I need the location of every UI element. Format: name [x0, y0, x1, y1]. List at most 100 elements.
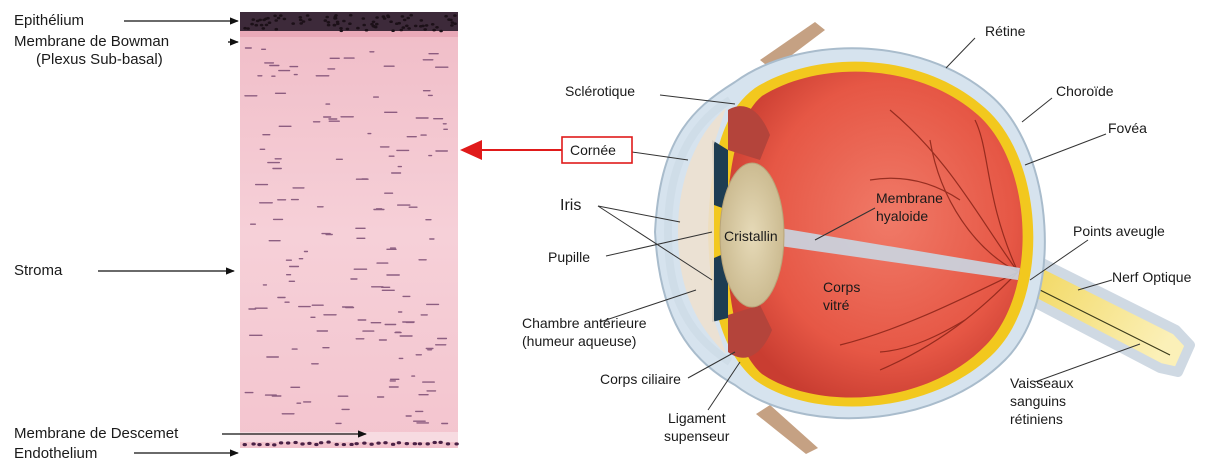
- label-plexus: (Plexus Sub-basal): [36, 51, 163, 68]
- epithelial-cell: [283, 18, 287, 21]
- epithelial-cell: [264, 18, 268, 21]
- stroma-nucleus: [244, 95, 257, 96]
- stroma-nucleus: [402, 296, 410, 297]
- endothelial-cell: [426, 442, 430, 445]
- label-fovea: Fovéa: [1108, 120, 1147, 136]
- stroma-nucleus: [411, 375, 415, 376]
- epithelial-cell: [420, 19, 424, 22]
- stroma-nucleus: [362, 330, 374, 331]
- stroma-nucleus: [313, 121, 321, 122]
- epithelial-cell: [346, 28, 350, 31]
- stroma-nucleus: [418, 394, 428, 395]
- stroma-nucleus: [282, 413, 295, 414]
- epithelial-cell: [260, 24, 264, 27]
- label-retine: Rétine: [985, 23, 1026, 39]
- stroma-nucleus: [356, 179, 369, 180]
- label-chambre-2: (humeur aqueuse): [522, 333, 636, 349]
- epithelial-cell: [453, 22, 457, 25]
- stroma-nucleus: [322, 347, 329, 348]
- epithelial-cell: [373, 25, 377, 28]
- endothelial-cell: [293, 441, 297, 444]
- stroma-nucleus: [428, 95, 433, 96]
- stroma-nucleus: [371, 286, 384, 287]
- stroma-nucleus: [310, 317, 315, 318]
- epithelial-cell: [362, 17, 366, 20]
- stroma-nucleus: [427, 349, 432, 350]
- stroma-nucleus: [389, 386, 399, 387]
- epithelial-cell: [439, 30, 443, 33]
- epithelial-cell: [372, 21, 376, 24]
- stroma-nucleus: [429, 238, 435, 239]
- stroma-nucleus: [397, 204, 411, 205]
- endothelial-cell: [349, 443, 353, 446]
- epithelial-cell: [409, 14, 413, 17]
- stroma-nucleus: [255, 184, 268, 185]
- stroma-nucleus: [286, 260, 292, 261]
- stroma-nucleus: [338, 396, 349, 397]
- stroma-nucleus: [426, 390, 436, 391]
- stroma-nucleus: [428, 155, 432, 156]
- endothelial-cell: [369, 443, 373, 446]
- label-endothelium: Endothelium: [14, 445, 97, 460]
- stroma-nucleus: [261, 49, 266, 50]
- stroma-nucleus: [264, 62, 274, 63]
- stroma-nucleus: [298, 306, 311, 307]
- stroma-nucleus: [371, 322, 382, 323]
- endothelial-cell: [397, 441, 401, 444]
- endothelial-cell: [342, 443, 346, 446]
- endothelial-cell: [413, 442, 417, 445]
- stroma-nucleus: [409, 207, 418, 208]
- epithelial-cell: [444, 15, 448, 18]
- stroma-nucleus: [342, 306, 353, 307]
- stroma-nucleus: [423, 90, 431, 91]
- stroma-nucleus: [284, 302, 289, 303]
- stroma-nucleus: [435, 344, 446, 345]
- endothelial-cell: [383, 441, 387, 444]
- epithelial-cell: [254, 24, 258, 27]
- stroma-nucleus: [289, 266, 299, 267]
- endothelial-cell: [391, 443, 395, 446]
- stroma-nucleus: [278, 70, 290, 71]
- stroma-nucleus: [390, 247, 396, 248]
- stroma-nucleus: [296, 403, 301, 404]
- label-epithelium: Epithélium: [14, 12, 84, 29]
- label-chambre-1: Chambre antérieure: [522, 315, 647, 331]
- stroma-nucleus: [433, 118, 443, 119]
- stroma-nucleus: [441, 423, 448, 424]
- stroma-nucleus: [415, 411, 423, 412]
- label-cristallin: Cristallin: [724, 228, 778, 244]
- endothelial-cell: [446, 442, 450, 445]
- stroma-nucleus: [316, 75, 330, 76]
- stroma-nucleus: [420, 134, 426, 135]
- stroma-nucleus: [382, 290, 395, 291]
- endothelial-cell: [362, 442, 366, 445]
- epithelial-cell: [356, 27, 360, 30]
- stroma-nucleus: [376, 262, 388, 263]
- endothelial-cell: [307, 442, 311, 445]
- cornea-histology-section: [240, 12, 459, 460]
- label-vaisseaux-2: sanguins: [1010, 393, 1066, 409]
- epithelial-cell: [273, 15, 277, 18]
- stroma-nucleus: [406, 322, 415, 323]
- label-vaisseaux-1: Vaisseaux: [1010, 375, 1074, 391]
- stroma-nucleus: [329, 121, 340, 122]
- bowman-layer: [240, 31, 458, 37]
- epithelial-cell: [435, 26, 439, 29]
- stroma-nucleus: [279, 126, 292, 127]
- stroma-nucleus: [255, 308, 268, 309]
- stroma-nucleus: [395, 332, 401, 333]
- stroma-nucleus: [289, 281, 296, 282]
- stroma-nucleus: [396, 150, 409, 151]
- stroma-nucleus: [299, 258, 304, 259]
- stroma-nucleus: [277, 297, 286, 298]
- epithelial-cell: [365, 29, 369, 32]
- epithelial-cell: [449, 19, 453, 22]
- label-points-aveugle: Points aveugle: [1073, 223, 1165, 239]
- epithelial-cell: [403, 19, 407, 22]
- cornea-pointer-arrowhead: [460, 140, 482, 160]
- stroma-nucleus: [426, 348, 434, 349]
- stroma-nucleus: [250, 224, 256, 225]
- stroma-nucleus: [426, 304, 439, 305]
